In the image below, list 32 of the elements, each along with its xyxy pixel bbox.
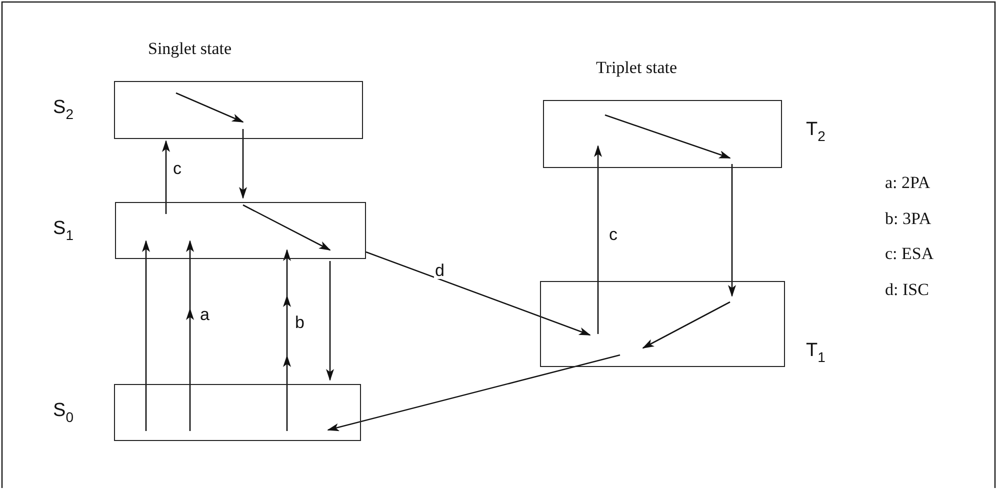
group-heading: Triplet state — [596, 59, 678, 76]
transition-arrow — [186, 240, 194, 431]
transition-arrow — [642, 301, 730, 349]
transition-arrow — [326, 261, 334, 381]
transition-arrow — [142, 240, 150, 431]
transition-arrow — [604, 114, 731, 159]
energy-level-box — [540, 281, 785, 367]
transition-arrow — [327, 354, 620, 432]
energy-level-box — [115, 202, 366, 259]
transition-arrow — [242, 204, 331, 251]
transition-arrow — [366, 251, 591, 336]
legend-note: d: ISC — [885, 281, 929, 298]
state-label: S$_{2}$ — [53, 98, 74, 121]
transition-arrow — [728, 164, 736, 297]
state-label: S$_{1}$ — [53, 219, 74, 242]
edge-label: d — [434, 262, 446, 279]
legend-note: b: 3PA — [885, 210, 932, 227]
state-label: S$_{0}$ — [53, 401, 74, 424]
state-label: T$_{2}$ — [806, 120, 826, 143]
legend-note: a: 2PA — [885, 174, 930, 191]
legend-note: c: ESA — [885, 245, 934, 262]
energy-level-box — [114, 81, 363, 139]
transition-arrow — [239, 129, 247, 199]
edge-label: b — [294, 314, 306, 331]
energy-level-box — [114, 384, 361, 441]
transition-arrow — [162, 140, 170, 214]
state-label: T$_{1}$ — [806, 341, 826, 364]
transition-arrow — [283, 249, 291, 431]
group-heading: Singlet state — [148, 40, 232, 57]
transition-arrow — [176, 92, 244, 123]
energy-level-box — [543, 100, 782, 168]
transition-arrow — [594, 145, 602, 334]
